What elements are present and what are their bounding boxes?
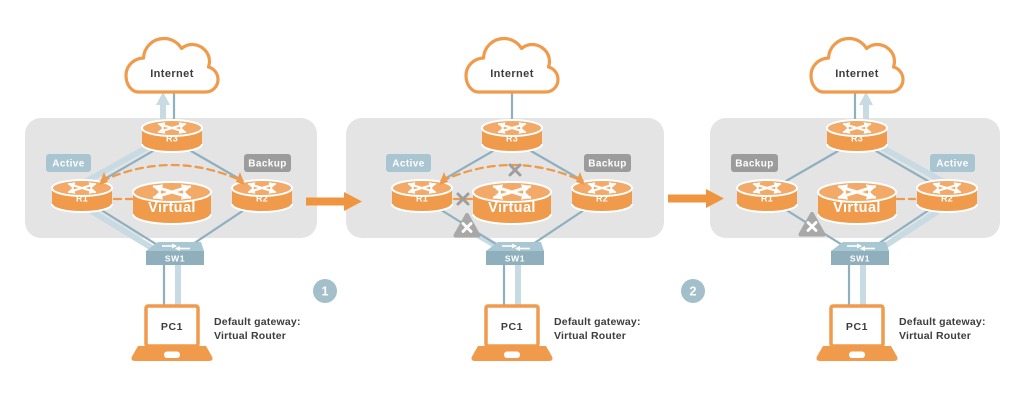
transition-arrow-1 (306, 192, 362, 211)
switch-label: SW1 (850, 254, 870, 264)
router-r2-label: R2 (941, 194, 953, 204)
router-r2-label: R2 (256, 194, 268, 204)
arc-arrowhead-right (236, 172, 245, 185)
router-r2: R2 (916, 179, 978, 213)
scenario-1: Internet R3 R1 R2 Virtua (25, 36, 317, 361)
arc-arrowhead-left (99, 172, 108, 185)
router-r3: R3 (141, 119, 203, 153)
router-r3-label: R3 (851, 134, 863, 144)
router-virtual-label: Virtual (488, 200, 536, 216)
arc-arrowhead-right (576, 172, 585, 185)
switch-sw1: SW1 (486, 242, 544, 265)
gateway-text-line2: Virtual Router (214, 330, 286, 342)
pc-label: PC1 (846, 321, 868, 333)
traffic-up-arrow (859, 92, 873, 105)
backup-badge (731, 154, 778, 172)
gateway-text-line1: Default gateway: (214, 316, 301, 328)
traffic-up-arrow (156, 92, 170, 105)
internet-cloud: Internet (464, 36, 560, 94)
router-r1: R1 (736, 179, 798, 213)
router-virtual-label: Virtual (148, 200, 196, 216)
switch-label: SW1 (505, 254, 525, 264)
pc1-laptop: PC1 (471, 304, 553, 361)
router-r3: R3 (481, 119, 543, 153)
backup-badge-label: Backup (248, 159, 287, 170)
gateway-text-line2: Virtual Router (554, 330, 626, 342)
switch-sw1: SW1 (831, 242, 889, 265)
internet-label: Internet (150, 68, 194, 80)
router-r3: R3 (826, 119, 888, 153)
router-virtual-label: Virtual (833, 200, 881, 216)
active-badge-label: Active (392, 159, 424, 170)
pc-label: PC1 (161, 321, 183, 333)
backup-badge (584, 154, 631, 172)
router-r1-label: R1 (761, 194, 773, 204)
router-r2-label: R2 (596, 194, 608, 204)
active-badge-label: Active (52, 159, 84, 170)
router-r1-label: R1 (76, 194, 88, 204)
backup-badge-label: Backup (588, 159, 627, 170)
internet-cloud: Internet (124, 36, 220, 94)
active-badge-label: Active (936, 159, 968, 170)
scenario-3: Internet R3 R1 R2 Virtua (710, 36, 1000, 361)
backup-badge (244, 154, 291, 172)
transition-arrow-2 (668, 189, 724, 208)
active-badge (46, 154, 91, 172)
switch-sw1: SW1 (146, 242, 204, 265)
arc-arrowhead-left (439, 172, 448, 185)
step-badge-1-label: 1 (322, 285, 329, 299)
step-badge-2: 2 (681, 279, 705, 303)
router-r2: R2 (571, 179, 633, 213)
gateway-text-line1: Default gateway: (899, 316, 986, 328)
internet-label: Internet (835, 68, 879, 80)
router-r3-label: R3 (166, 134, 178, 144)
step-badge-2-label: 2 (690, 285, 697, 299)
active-badge (386, 154, 431, 172)
hsrp-hello-arc-failed (439, 163, 585, 206)
pc1-laptop: PC1 (816, 304, 898, 361)
internet-cloud: Internet (809, 36, 905, 94)
router-virtual: Virtual (132, 181, 212, 225)
scenario-2: Internet R3 R1 R2 Virtua (346, 36, 664, 361)
router-virtual: Virtual (817, 181, 897, 225)
gateway-text-line2: Virtual Router (899, 330, 971, 342)
pc1-laptop: PC1 (131, 304, 213, 361)
router-r3-label: R3 (506, 134, 518, 144)
backup-badge-label: Backup (735, 159, 774, 170)
hsrp-hello-arc (99, 163, 245, 201)
router-r1: R1 (391, 179, 453, 213)
router-virtual: Virtual (472, 181, 552, 225)
router-r2: R2 (231, 179, 293, 213)
switch-label: SW1 (165, 254, 185, 264)
internet-label: Internet (490, 68, 534, 80)
step-badge-1: 1 (313, 279, 337, 303)
gateway-text-line1: Default gateway: (554, 316, 641, 328)
pc-label: PC1 (501, 321, 523, 333)
router-r1: R1 (51, 179, 113, 213)
router-r1-label: R1 (416, 194, 428, 204)
active-badge (930, 154, 975, 172)
